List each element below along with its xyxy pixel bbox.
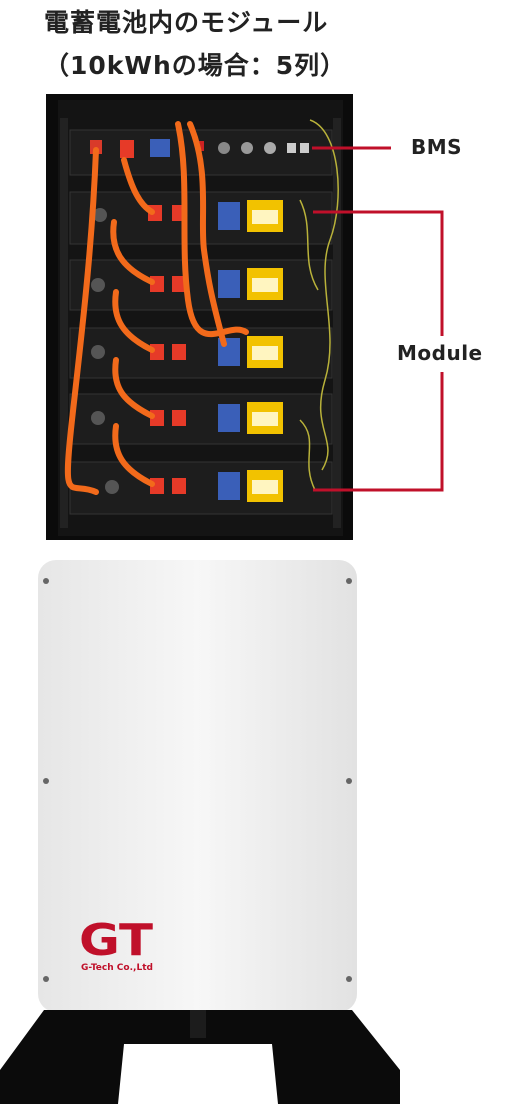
- module-unit: [69, 259, 333, 311]
- title-line-1: 電蓄電池内のモジュール: [44, 8, 329, 37]
- module-unit: [69, 327, 333, 379]
- module-unit: [69, 461, 333, 515]
- bms-label: BMS: [411, 135, 463, 159]
- cables: [64, 121, 249, 495]
- title-line-2: （10kWhの場合：5列）: [44, 51, 347, 80]
- module-unit: [69, 393, 333, 445]
- logo-company: G-Tech Co.,Ltd: [81, 963, 153, 973]
- stand-base: [0, 1010, 400, 1104]
- battery-enclosure: GT G-Tech Co.,Ltd: [38, 560, 357, 1012]
- cabinet-photo: [46, 94, 353, 540]
- module-label: Module: [397, 341, 483, 365]
- logo-mark: GT: [79, 915, 153, 966]
- signal-wires: [299, 119, 339, 491]
